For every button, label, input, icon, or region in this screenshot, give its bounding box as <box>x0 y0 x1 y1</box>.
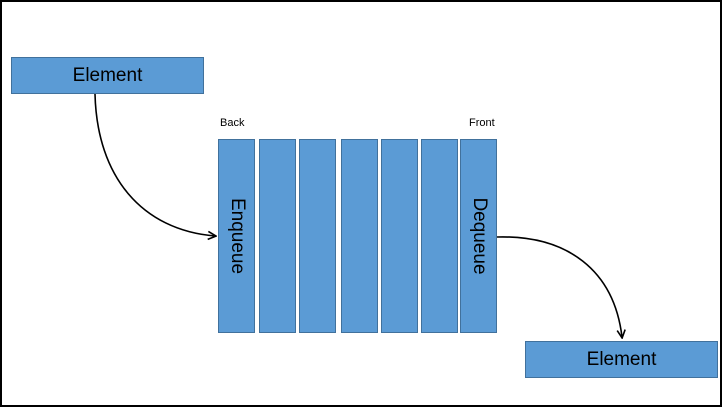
dequeue-arrow <box>496 236 622 337</box>
output-element-box: Element <box>525 341 718 378</box>
queue-cell <box>259 139 296 333</box>
queue-cell <box>421 139 458 333</box>
output-element-label: Element <box>586 348 657 370</box>
input-element-box: Element <box>11 57 204 94</box>
front-label: Front <box>469 117 495 129</box>
back-label: Back <box>220 117 245 129</box>
queue-cell-enqueue: Enqueue <box>218 139 255 333</box>
queue-cell-dequeue: Dequeue <box>460 139 497 333</box>
queue-cell <box>381 139 418 333</box>
queue-cell <box>299 139 336 333</box>
enqueue-label: Enqueue <box>226 197 248 275</box>
enqueue-arrow <box>94 93 215 236</box>
dequeue-label: Dequeue <box>468 197 490 275</box>
queue-cell <box>341 139 378 333</box>
input-element-label: Element <box>72 64 143 86</box>
